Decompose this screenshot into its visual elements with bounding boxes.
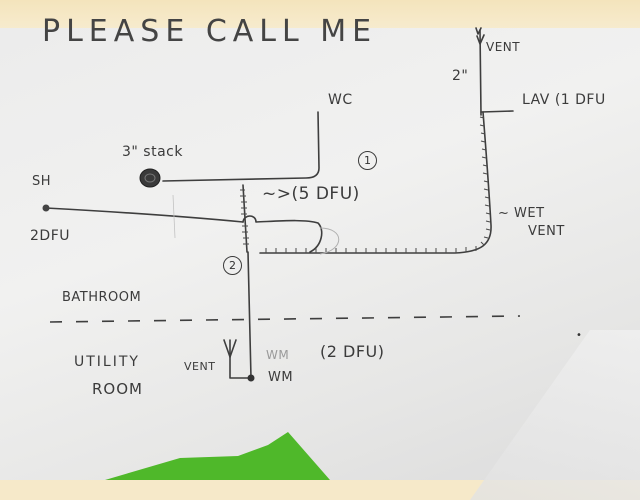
wm-dfu-label: (2 DFU)	[320, 342, 385, 361]
bathroom-label: BATHROOM	[62, 290, 142, 305]
wc-label: WC	[328, 92, 353, 108]
stray-mark: •	[576, 330, 583, 341]
shower-dfu-label: 2DFU	[30, 228, 70, 244]
wm-label: WM	[268, 370, 294, 385]
green-tape	[105, 432, 330, 480]
pipe-size-label: 2"	[452, 68, 469, 84]
wet-vent-drain	[259, 111, 492, 254]
main-drain-down	[247, 251, 252, 379]
wm-faded-label: WM	[266, 348, 290, 362]
stack-icon	[139, 168, 161, 188]
wc-branch	[162, 111, 320, 182]
wm-vent-label: VENT	[184, 360, 216, 373]
lav-branch	[480, 110, 514, 113]
room-boundary-dashed	[49, 315, 521, 323]
shower-branch	[45, 207, 244, 223]
header-fragment: PLEASE CALL ME	[42, 14, 378, 49]
utility-room-label-line2: ROOM	[92, 380, 143, 398]
branch-1-marker: 1	[358, 151, 377, 170]
wm-drain-icon	[247, 374, 255, 382]
shower-label: SH	[32, 174, 52, 189]
top-vent-label: VENT	[486, 40, 521, 54]
lav-label: LAV (1 DFU	[522, 92, 606, 108]
stack-label: 3" stack	[122, 144, 183, 160]
branch-1-dfu-label: ~>(5 DFU)	[262, 184, 360, 204]
utility-room-label-line1: UTILITY	[74, 354, 140, 370]
wet-vent-label-line2: VENT	[528, 224, 565, 239]
branch-2-marker: 2	[223, 256, 242, 275]
shower-drain-icon	[42, 204, 50, 212]
wet-vent-label-line1: ~ WET	[498, 206, 545, 221]
wet-vent-hatching	[240, 116, 491, 253]
plumbing-sketch	[42, 27, 521, 480]
vent-pipe-2in	[479, 29, 482, 116]
desk-background	[0, 0, 640, 32]
